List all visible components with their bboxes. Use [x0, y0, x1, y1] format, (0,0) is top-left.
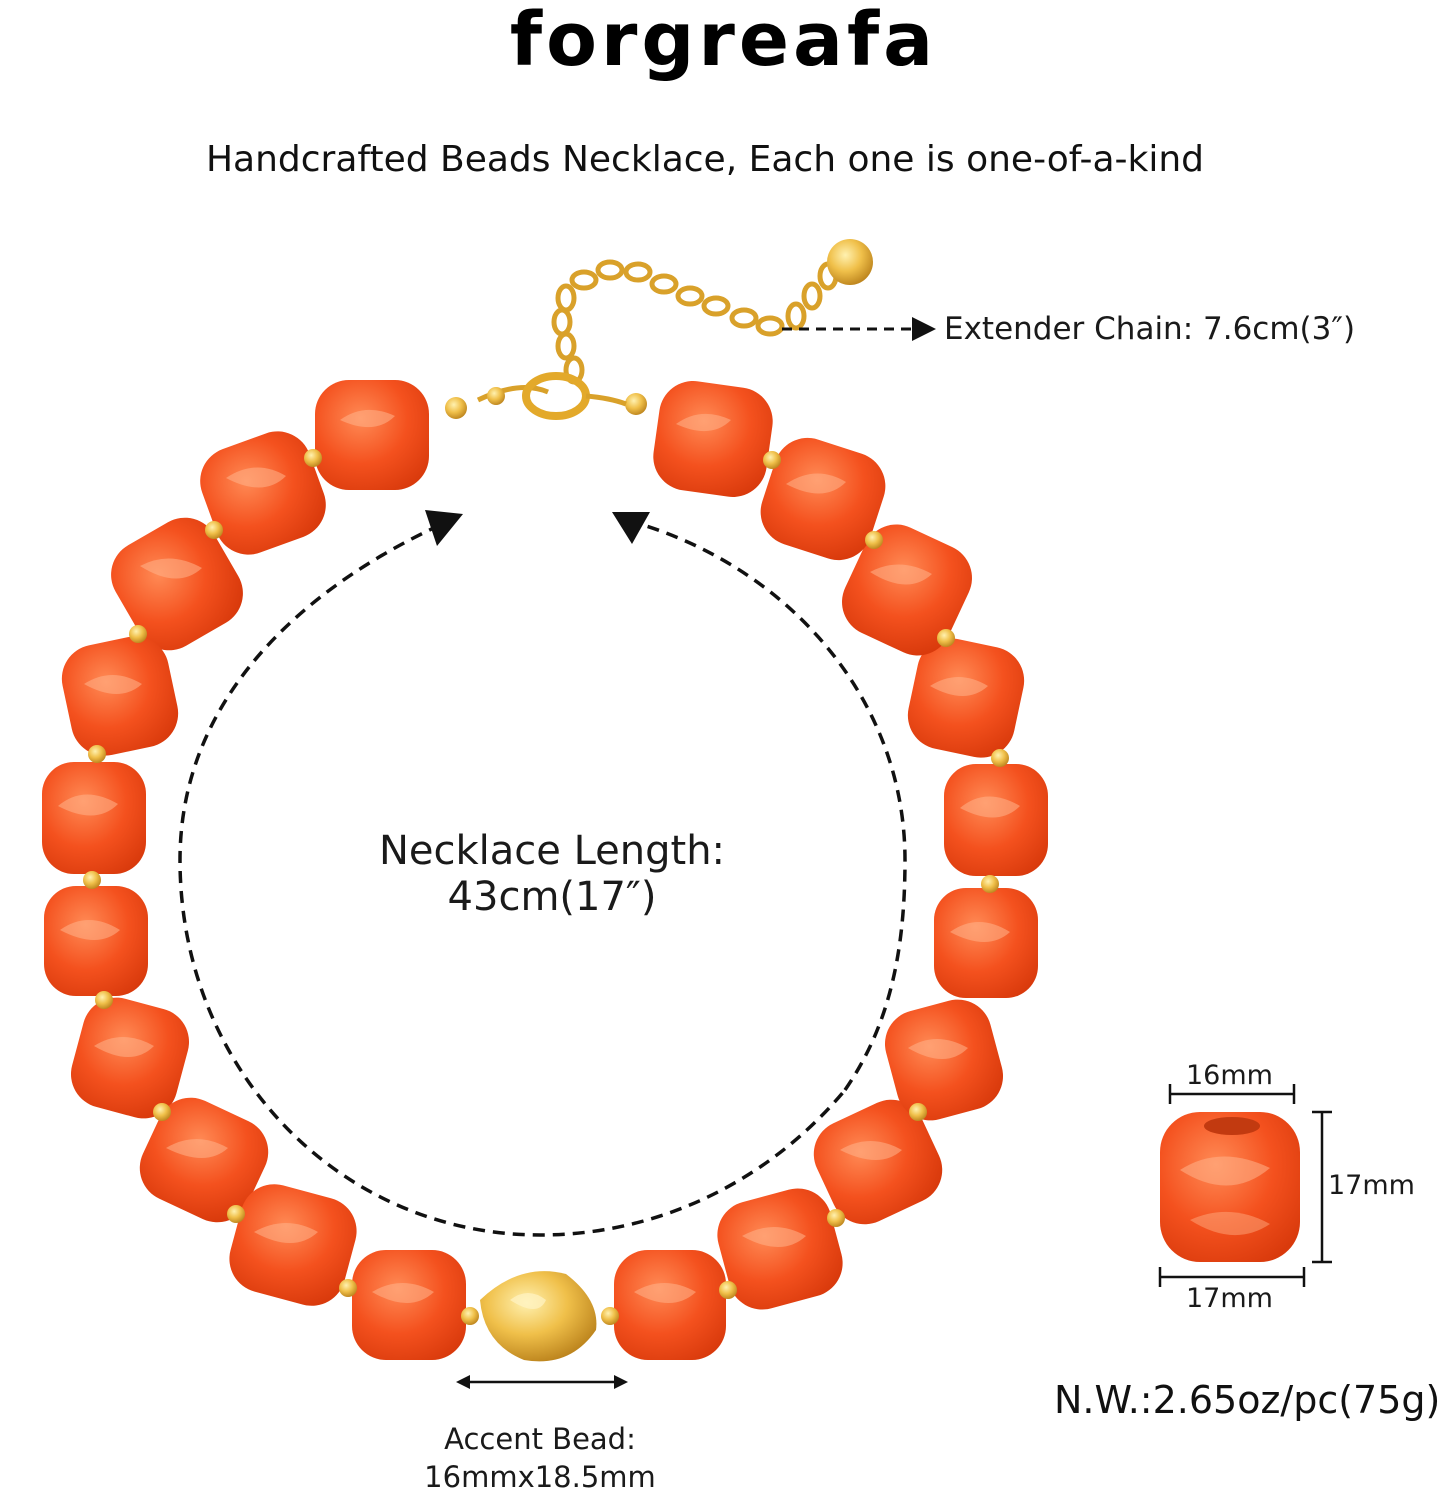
dimension-lines	[1158, 1084, 1332, 1287]
orange-bead	[70, 997, 190, 1119]
length-arrow-right	[639, 522, 907, 1091]
orange-bead	[200, 431, 326, 555]
length-title: Necklace Length:	[378, 828, 726, 874]
tagline: Handcrafted Beads Necklace, Each one is …	[205, 139, 1205, 180]
single-bead-detail	[1160, 1112, 1300, 1262]
gold-spacer-beads	[83, 449, 1009, 1325]
accent-bead-label: Accent Bead: 16mmx18.5mm	[400, 1420, 680, 1496]
orange-bead	[111, 517, 243, 651]
orange-bead	[934, 888, 1038, 998]
orange-bead	[44, 886, 148, 996]
orange-bead	[352, 1250, 466, 1360]
orange-bead	[614, 1250, 726, 1360]
bead-bottom-width: 17mm	[1186, 1283, 1273, 1314]
orange-bead	[61, 636, 179, 756]
accent-title: Accent Bead:	[444, 1422, 636, 1456]
arrow-head-left-icon	[425, 510, 463, 546]
orange-bead	[760, 437, 886, 561]
length-arrow-left	[178, 523, 847, 1237]
extender-chain-label: Extender Chain: 7.6cm(3″)	[944, 311, 1356, 347]
extender-arrow-head-icon	[912, 317, 936, 341]
orange-bead	[842, 524, 972, 656]
brand-logo: forgreafa	[509, 0, 938, 83]
length-value: 43cm(17″)	[447, 874, 657, 920]
orange-bead	[229, 1184, 357, 1306]
orange-bead	[717, 1188, 843, 1310]
lobster-clasp	[445, 372, 647, 420]
orange-bead	[139, 1097, 269, 1223]
net-weight: N.W.:2.65oz/pc(75g)	[1054, 1378, 1441, 1422]
orange-bead	[944, 764, 1048, 876]
bead-top-width: 16mm	[1186, 1060, 1273, 1091]
orange-bead	[653, 381, 773, 497]
gold-accent-bead	[480, 1271, 597, 1362]
bead-height: 17mm	[1328, 1170, 1415, 1201]
orange-bead	[884, 999, 1004, 1121]
orange-bead	[315, 380, 429, 490]
necklace-length-label: Necklace Length: 43cm(17″)	[352, 828, 752, 920]
orange-bead	[42, 762, 146, 874]
orange-bead	[907, 638, 1025, 758]
arrow-head-right-icon	[612, 512, 650, 544]
accent-value: 16mmx18.5mm	[424, 1460, 656, 1494]
chain-tag-icon	[827, 239, 873, 285]
orange-bead	[813, 1099, 943, 1225]
extender-chain	[551, 259, 839, 385]
